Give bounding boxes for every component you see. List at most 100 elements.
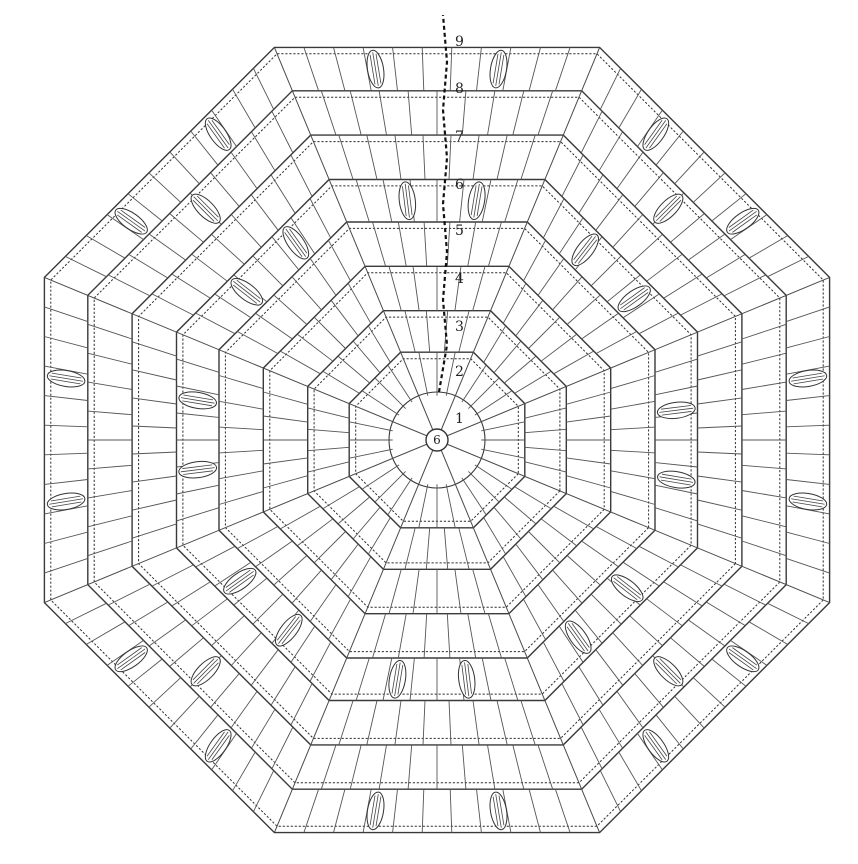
stitch-column	[177, 359, 220, 372]
stitch-column	[503, 283, 526, 323]
stitch-column	[447, 222, 450, 266]
stitch-column	[706, 602, 745, 626]
stitch-column	[742, 382, 786, 389]
stitch-column	[170, 214, 204, 243]
stitch-column	[368, 326, 390, 363]
stitch-column	[310, 199, 331, 238]
stitch-column	[516, 300, 543, 336]
stitch-column	[724, 275, 766, 296]
stitch-column	[488, 745, 495, 789]
puff-stitch-icon	[488, 791, 510, 831]
puff-stitch-icon	[649, 190, 687, 228]
corner-ridge	[44, 277, 437, 440]
stitch-column	[88, 353, 132, 364]
stitch-column	[670, 638, 704, 667]
stitch-column	[170, 152, 200, 184]
puff-stitch-icon	[271, 610, 307, 650]
stitch-column	[600, 68, 620, 109]
puff-stitch-icon	[365, 791, 387, 831]
stitch-column	[749, 236, 788, 259]
stitch-column	[263, 476, 307, 488]
stitch-column	[698, 500, 742, 510]
stitch-column	[538, 585, 564, 622]
stitch-column	[468, 471, 499, 502]
stitch-column	[253, 771, 273, 812]
stitch-column	[231, 215, 261, 248]
stitch-column	[108, 584, 150, 605]
stitch-column	[688, 234, 725, 260]
stitch-column	[504, 497, 536, 524]
stitch-column	[582, 313, 619, 339]
stitch-column	[132, 370, 176, 380]
puff-stitch-icon	[397, 181, 418, 221]
stitch-column	[675, 152, 705, 184]
stitch-column	[86, 622, 125, 645]
stitch-column	[274, 295, 307, 325]
stitch-column	[543, 199, 564, 238]
puff-stitch-icon	[456, 659, 477, 699]
stitch-column	[331, 300, 358, 336]
stitch-column	[231, 152, 257, 189]
stitch-column	[611, 401, 655, 409]
stitch-column	[310, 585, 336, 622]
round-start-marker	[439, 15, 447, 392]
stitch-column	[693, 173, 725, 203]
stitch-column	[446, 484, 455, 528]
stitch-column	[152, 294, 193, 315]
stitch-column	[271, 175, 295, 214]
puff-stitch-icon	[227, 274, 267, 310]
stitch-column	[263, 392, 307, 404]
stitch-column	[297, 334, 333, 361]
corner-ridge	[274, 440, 437, 833]
stitch-column	[129, 602, 168, 626]
stitch-column	[177, 485, 220, 494]
stitch-column	[639, 313, 678, 334]
stitch-column	[280, 351, 320, 374]
puff-stitch-icon	[178, 389, 218, 411]
stitch-column	[375, 378, 406, 409]
stitch-column	[630, 616, 663, 646]
stitch-column	[274, 556, 307, 586]
puff-stitch-icon	[178, 459, 218, 480]
stitch-column	[688, 620, 725, 646]
stitch-column	[423, 701, 425, 745]
stitch-column	[314, 532, 345, 563]
stitch-column	[233, 752, 256, 791]
stitch-column	[617, 152, 643, 189]
stitch-column	[473, 266, 485, 310]
stitch-column	[468, 378, 499, 409]
puff-stitch-icon	[386, 659, 408, 699]
stitch-column	[553, 570, 583, 603]
stitch-column	[494, 341, 521, 373]
stitch-column	[513, 91, 524, 135]
stitch-column	[724, 584, 766, 605]
stitch-column	[554, 506, 594, 529]
stitch-column	[338, 497, 370, 524]
stitch-column	[253, 68, 273, 109]
corner-ridge	[437, 47, 600, 440]
stitch-column	[219, 376, 263, 389]
stitch-column	[591, 256, 621, 286]
stitch-column	[664, 582, 703, 606]
stitch-column	[529, 317, 560, 348]
round-label-8: 8	[455, 81, 464, 97]
stitch-column	[65, 256, 106, 276]
stitch-column	[310, 642, 331, 681]
stitch-column	[211, 673, 240, 707]
stitch-column	[328, 599, 350, 640]
stitch-column	[541, 519, 577, 546]
stitch-column	[237, 331, 278, 353]
stitch-column	[596, 195, 623, 231]
stitch-column	[196, 546, 235, 567]
stitch-column	[212, 616, 245, 646]
stitch-column	[693, 678, 725, 708]
stitch-column	[192, 254, 228, 281]
puff-stitch-icon	[278, 223, 313, 263]
stitch-column	[670, 214, 704, 243]
stitch-column	[177, 508, 220, 521]
stitch-column	[348, 557, 371, 597]
stitch-column	[297, 519, 333, 546]
stitch-column	[149, 620, 186, 646]
stitch-column	[647, 599, 683, 626]
puff-stitch-icon	[466, 181, 488, 221]
